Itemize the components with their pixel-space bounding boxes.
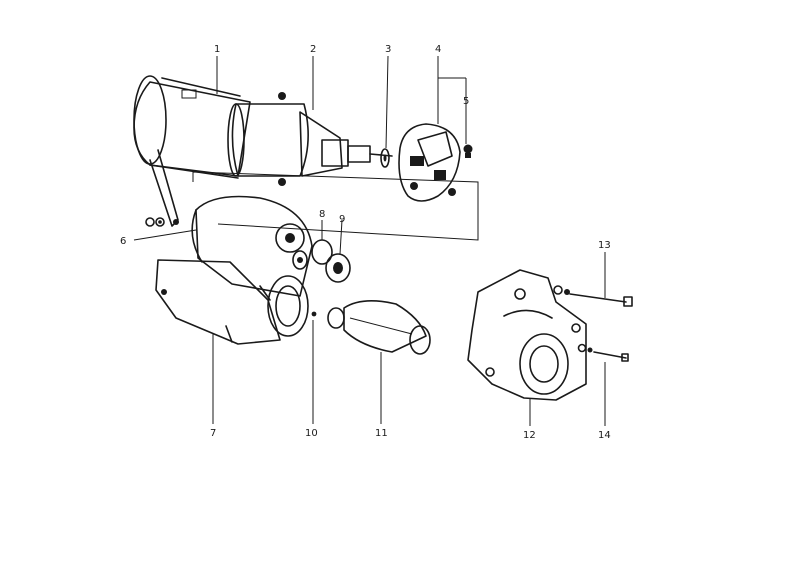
brush-holder-plate [398, 123, 461, 202]
callout-13: 13 [598, 240, 611, 251]
yoke-housing [133, 75, 251, 227]
short-bolt [577, 343, 629, 362]
callout-3: 3 [385, 44, 391, 55]
drive-end-housing [155, 195, 313, 345]
callout-10: 10 [305, 428, 318, 439]
callout-2: 2 [310, 44, 316, 55]
long-bolt [553, 285, 633, 307]
nuts-and-washers [145, 217, 165, 227]
pinion-drive [327, 300, 431, 355]
callout-11: 11 [375, 428, 388, 439]
callout-12: 12 [523, 430, 536, 441]
callout-6: 6 [120, 236, 126, 247]
gear [325, 253, 351, 283]
mounting-bracket [467, 269, 587, 401]
callout-9: 9 [339, 214, 345, 225]
armature [227, 92, 393, 186]
leader-lines [133, 55, 606, 426]
screws [448, 144, 473, 196]
callout-7: 7 [210, 428, 216, 439]
callout-8: 8 [319, 209, 325, 220]
pin [311, 311, 317, 317]
callout-4: 4 [435, 44, 441, 55]
callout-1: 1 [214, 44, 220, 55]
callout-5: 5 [463, 96, 469, 107]
washer [380, 148, 390, 168]
callout-14: 14 [598, 430, 611, 441]
